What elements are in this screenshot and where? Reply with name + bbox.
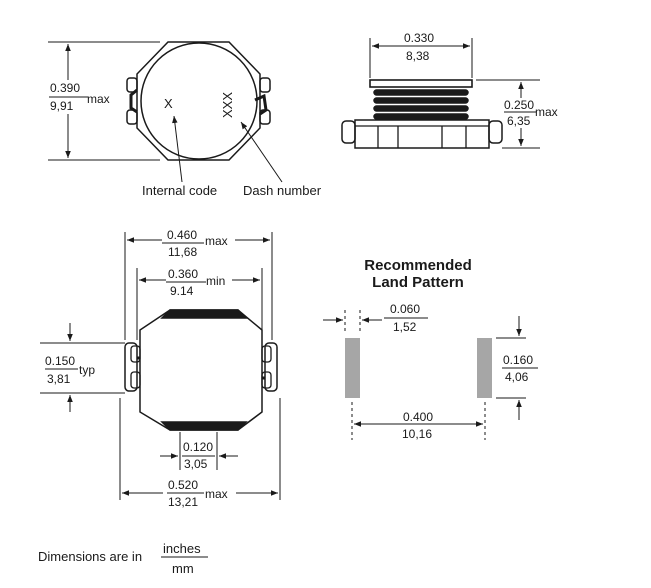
tab-width-mm: 3,05 [184,457,208,471]
units-note-top: inches [163,541,201,556]
land-spacing-mm: 10,16 [402,427,432,441]
side-view-height-inch: 0.250 [504,98,534,112]
land-pad-width-mm: 1,52 [393,320,417,334]
land-pad-height-mm: 4,06 [505,370,529,384]
land-pad-width-inch: 0.060 [390,302,420,316]
land-pattern-title-line2: Land Pattern [372,274,464,291]
dash-number-label: Dash number [243,183,322,198]
land-spacing-inch: 0.400 [403,410,433,424]
side-view-height-qualifier: max [535,105,558,119]
side-view-height-mm: 6,35 [507,114,531,128]
bottom-view-bottom-flat-band [160,421,248,431]
side-view-winding [373,89,469,120]
land-pad-height-inch: 0.160 [503,353,533,367]
internal-code-leader [172,115,183,183]
top-view-height-mm: 9,91 [50,99,74,113]
units-note: Dimensions are in inches mm [38,541,208,576]
land-pad-right [477,338,492,398]
side-view-left-terminal [341,120,356,144]
top-view-winding-circle [140,42,258,160]
bottom-view-body-outline [139,309,263,431]
internal-code-mark: X [164,96,173,111]
top-view-left-terminal [126,77,138,125]
land-pad-left [345,338,360,398]
bottom-view [40,232,281,500]
overall-width-inch: 0.460 [167,228,197,242]
overall-width-mm: 11,68 [168,245,197,259]
total-width-mm: 13,21 [168,495,198,509]
side-view-width-mm: 8,38 [406,49,430,63]
bottom-view-top-flat-band [160,309,248,319]
overall-width-qualifier: max [205,234,228,248]
inner-width-inch: 0.360 [168,267,198,281]
units-note-prefix: Dimensions are in [38,549,142,564]
pad-height-qualifier: typ [79,363,95,377]
tab-width-inch: 0.120 [183,440,213,454]
bottom-view-left-terminal [124,342,141,392]
dash-number-mark: XXX [220,92,235,118]
dash-number-leader [240,121,283,183]
inner-width-mm: 9.14 [170,284,194,298]
top-view-right-terminal [254,77,271,125]
pad-height-mm: 3,81 [47,372,71,386]
top-view-body-outline [136,41,261,161]
land-pattern-title-line1: Recommended [364,257,472,274]
land-pattern [323,310,538,440]
top-view-height-qualifier: max [87,92,110,106]
top-view-height-inch: 0.390 [50,81,80,95]
inner-width-qualifier: min [206,274,225,288]
side-view-width-inch: 0.330 [404,31,434,45]
total-width-inch: 0.520 [168,478,198,492]
pad-height-inch: 0.150 [45,354,75,368]
total-width-qualifier: max [205,487,228,501]
internal-code-label: Internal code [142,183,217,198]
side-view-base [354,119,490,149]
top-view [48,41,283,183]
bottom-view-right-terminal [261,342,278,392]
units-note-bottom: mm [172,561,194,576]
side-view [341,38,540,149]
side-view-top-plate [369,79,473,88]
side-view-right-terminal [488,120,503,144]
